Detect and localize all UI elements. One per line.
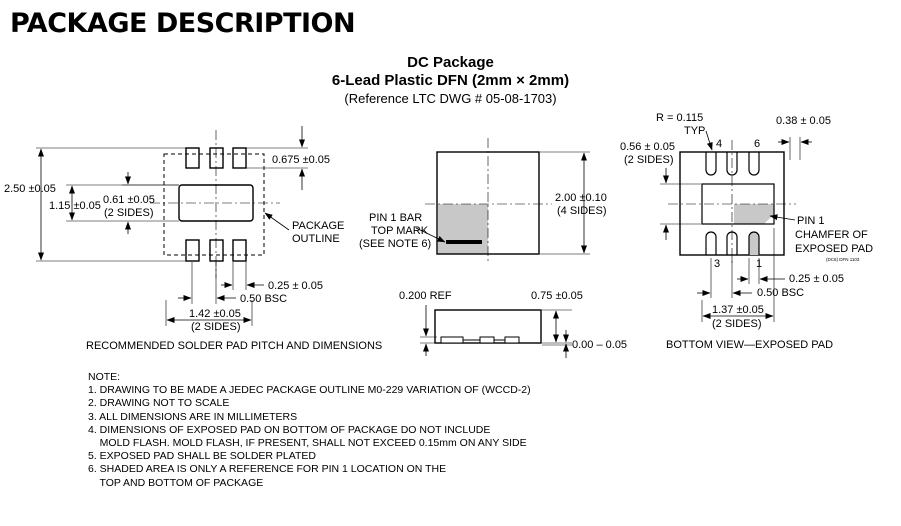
note-line: 2. DRAWING NOT TO SCALE [88, 397, 230, 410]
top-view-labels: PIN 1 BAR TOP MARK (SEE NOTE 6) 2.00 ±0.… [359, 192, 607, 250]
pin1-bar [446, 240, 482, 244]
dim-056-sides: (2 SIDES) [624, 154, 674, 166]
solder-pad-labels: 0.675 ±0.05 2.50 ±0.05 1.15 ±0.05 0.61 ±… [4, 154, 382, 352]
bottom-view-caption: BOTTOM VIEW—EXPOSED PAD [666, 339, 833, 351]
exposed-pad [701, 183, 775, 225]
pin1-chamfer-label: CHAMFER OF [795, 229, 868, 241]
dim-056: 0.56 ± 0.05 [620, 141, 675, 153]
radius-typ: TYP [684, 125, 705, 137]
dim-0200-ref: 0.200 REF [399, 290, 452, 302]
bottom-view-labels: R = 0.115 TYP 0.56 ± 0.05 (2 SIDES) 0.38… [620, 112, 873, 351]
solder-pad [209, 147, 224, 169]
side-view [420, 305, 572, 358]
solder-pad-view [36, 126, 308, 326]
page-title: PACKAGE DESCRIPTION [10, 8, 356, 39]
dim-000-005: 0.00 – 0.05 [572, 339, 627, 351]
dim-061-sides: (2 SIDES) [104, 207, 154, 219]
bottom-view [660, 130, 812, 322]
solder-pad [185, 147, 200, 169]
solder-pad [232, 147, 247, 169]
notes-heading: NOTE: [88, 371, 121, 383]
dim-075: 0.75 ±0.05 [531, 290, 583, 302]
pin-number-4: 4 [716, 138, 722, 150]
pin1-bar-label: PIN 1 BAR [369, 212, 422, 224]
note-line: 1. DRAWING TO BE MADE A JEDEC PACKAGE OU… [88, 384, 531, 397]
pin-number-3: 3 [714, 258, 720, 270]
solder-pad [209, 239, 224, 262]
radius-label: R = 0.115 [656, 112, 703, 124]
note-line: TOP AND BOTTOM OF PACKAGE [88, 476, 264, 489]
top-view [415, 138, 590, 264]
package-subtitle: 6-Lead Plastic DFN (2mm × 2mm) [331, 72, 570, 89]
bottom-lead [726, 152, 738, 176]
dim-200: 2.00 ±0.10 [555, 192, 607, 204]
pin1-bar-label: (SEE NOTE 6) [359, 238, 431, 250]
lead-frame [504, 336, 520, 344]
dim-137: 1.37 ±0.05 [712, 304, 764, 316]
solder-pad [232, 239, 247, 262]
pin1-bar-label: TOP MARK [371, 225, 429, 237]
bottom-lead [705, 152, 717, 176]
dim-142: 1.42 ±0.05 [189, 308, 241, 320]
dim-142-sides: (2 SIDES) [191, 321, 241, 333]
pin-number-1: 1 [756, 258, 762, 270]
dim-0675: 0.675 ±0.05 [272, 154, 330, 166]
bottom-lead [748, 231, 760, 255]
dim-025: 0.25 ± 0.05 [789, 273, 844, 285]
dim-200-sides: (4 SIDES) [557, 205, 607, 217]
package-name: DC Package [407, 54, 494, 71]
note-line: MOLD FLASH. MOLD FLASH, IF PRESENT, SHAL… [88, 437, 527, 450]
drawing-code: (DC6) DFN 1103 [826, 257, 860, 262]
pin1-chamfer-label: EXPOSED PAD [795, 243, 873, 255]
lead-frame [479, 336, 495, 344]
lead-frame [440, 336, 464, 344]
dim-250: 2.50 ±0.05 [4, 183, 56, 195]
dim-050-bsc: 0.50 BSC [240, 293, 287, 305]
package-outline-label: PACKAGE [292, 220, 344, 232]
exposed-pad-shaded [734, 204, 774, 224]
note-line: 3. ALL DIMENSIONS ARE IN MILLIMETERS [88, 410, 298, 423]
dim-038: 0.38 ± 0.05 [776, 115, 831, 127]
note-line: 6. SHADED AREA IS ONLY A REFERENCE FOR P… [88, 463, 447, 476]
bottom-lead [748, 152, 760, 176]
package-reference: (Reference LTC DWG # 05-08-1703) [344, 91, 557, 106]
package-outline-label: OUTLINE [292, 233, 340, 245]
bottom-lead [705, 231, 717, 255]
package-outline [163, 153, 265, 256]
dim-061: 0.61 ±0.05 [103, 194, 155, 206]
dim-137-sides: (2 SIDES) [712, 318, 762, 330]
dim-115: 1.15 ±0.05 [49, 200, 101, 212]
dim-050-bsc: 0.50 BSC [757, 287, 804, 299]
dim-025: 0.25 ± 0.05 [268, 280, 323, 292]
side-view-labels: 0.200 REF 0.75 ±0.05 0.00 – 0.05 [399, 290, 627, 351]
pin-number-6: 6 [754, 138, 760, 150]
solder-pad-caption: RECOMMENDED SOLDER PAD PITCH AND DIMENSI… [86, 340, 382, 352]
notes-block: NOTE: 1. DRAWING TO BE MADE A JEDEC PACK… [88, 371, 531, 490]
shaded-pin1-area [438, 204, 488, 254]
note-line: 4. DIMENSIONS OF EXPOSED PAD ON BOTTOM O… [88, 423, 491, 436]
solder-pad [185, 239, 200, 262]
note-line: 5. EXPOSED PAD SHALL BE SOLDER PLATED [88, 450, 316, 463]
pin1-chamfer-label: PIN 1 [797, 215, 825, 227]
